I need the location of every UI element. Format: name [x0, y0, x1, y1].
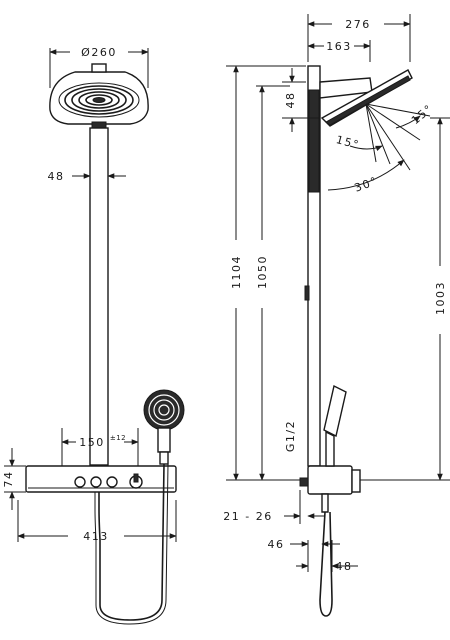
- valve-spacing-label: 150: [79, 436, 105, 449]
- hand-shower-width-label: 48: [336, 560, 353, 573]
- hose-offset-label: 46: [268, 538, 285, 551]
- side-head-outlet-height-dim: 1003: [360, 117, 450, 481]
- thread-size-label: G1/2: [284, 420, 297, 452]
- rail-height-label: 1050: [256, 255, 269, 289]
- thermostat-height-label: 74: [2, 471, 15, 488]
- total-height-label: 1104: [230, 255, 243, 289]
- rail-width-label: 48: [48, 170, 65, 183]
- front-shower-rail: [89, 127, 109, 466]
- head-outlet-height-label: 1003: [434, 281, 447, 315]
- side-shower-rail: [304, 65, 321, 467]
- front-thermostat-height-dim: 74: [2, 448, 26, 510]
- front-rail-width-dim: 48: [48, 170, 126, 183]
- front-view: Ø260 48 150 ±12: [2, 44, 185, 625]
- front-head-diameter-dim: Ø260: [49, 44, 149, 88]
- front-hose: [94, 463, 169, 625]
- side-view: 276 163 48: [223, 14, 450, 617]
- side-overhead-shower: [319, 69, 413, 127]
- side-hand-shower: [323, 384, 347, 467]
- tilt-angle-a-label: 15°: [409, 102, 436, 127]
- side-wall-offset-dim: 21 - 26: [223, 490, 324, 524]
- front-total-width-dim: 413: [17, 500, 177, 543]
- wall-offset-label: 21 - 26: [223, 510, 272, 523]
- side-thread-dim: G1/2: [284, 420, 297, 452]
- side-head-thickness-dim: 48: [282, 68, 320, 132]
- side-head-reach-dim: 276: [307, 18, 411, 31]
- side-hose-offset-dim: 46: [268, 538, 340, 551]
- head-reach-label: 276: [345, 18, 371, 31]
- total-width-label: 413: [83, 530, 109, 543]
- side-hose: [319, 511, 333, 617]
- front-hand-shower: [143, 389, 185, 465]
- side-total-height-dim: 1104: [226, 65, 306, 481]
- front-overhead-shower: [49, 63, 149, 129]
- head-diameter-label: Ø260: [81, 46, 117, 59]
- side-rail-height-dim: 1050: [256, 85, 290, 481]
- front-thermostat: [25, 465, 177, 493]
- side-hand-shower-width-dim: 48: [296, 540, 358, 573]
- valve-spacing-tolerance: ±12: [110, 434, 126, 442]
- tilt-angle-b-label: 15°: [335, 133, 362, 152]
- arm-length-label: 163: [326, 40, 352, 53]
- tilt-angle-c-label: 30°: [353, 174, 380, 194]
- head-thickness-label: 48: [284, 92, 297, 109]
- side-thermostat: [299, 465, 361, 513]
- side-arm-length-dim: 163: [307, 40, 371, 53]
- front-valve-spacing-dim: 150 ±12: [61, 428, 139, 466]
